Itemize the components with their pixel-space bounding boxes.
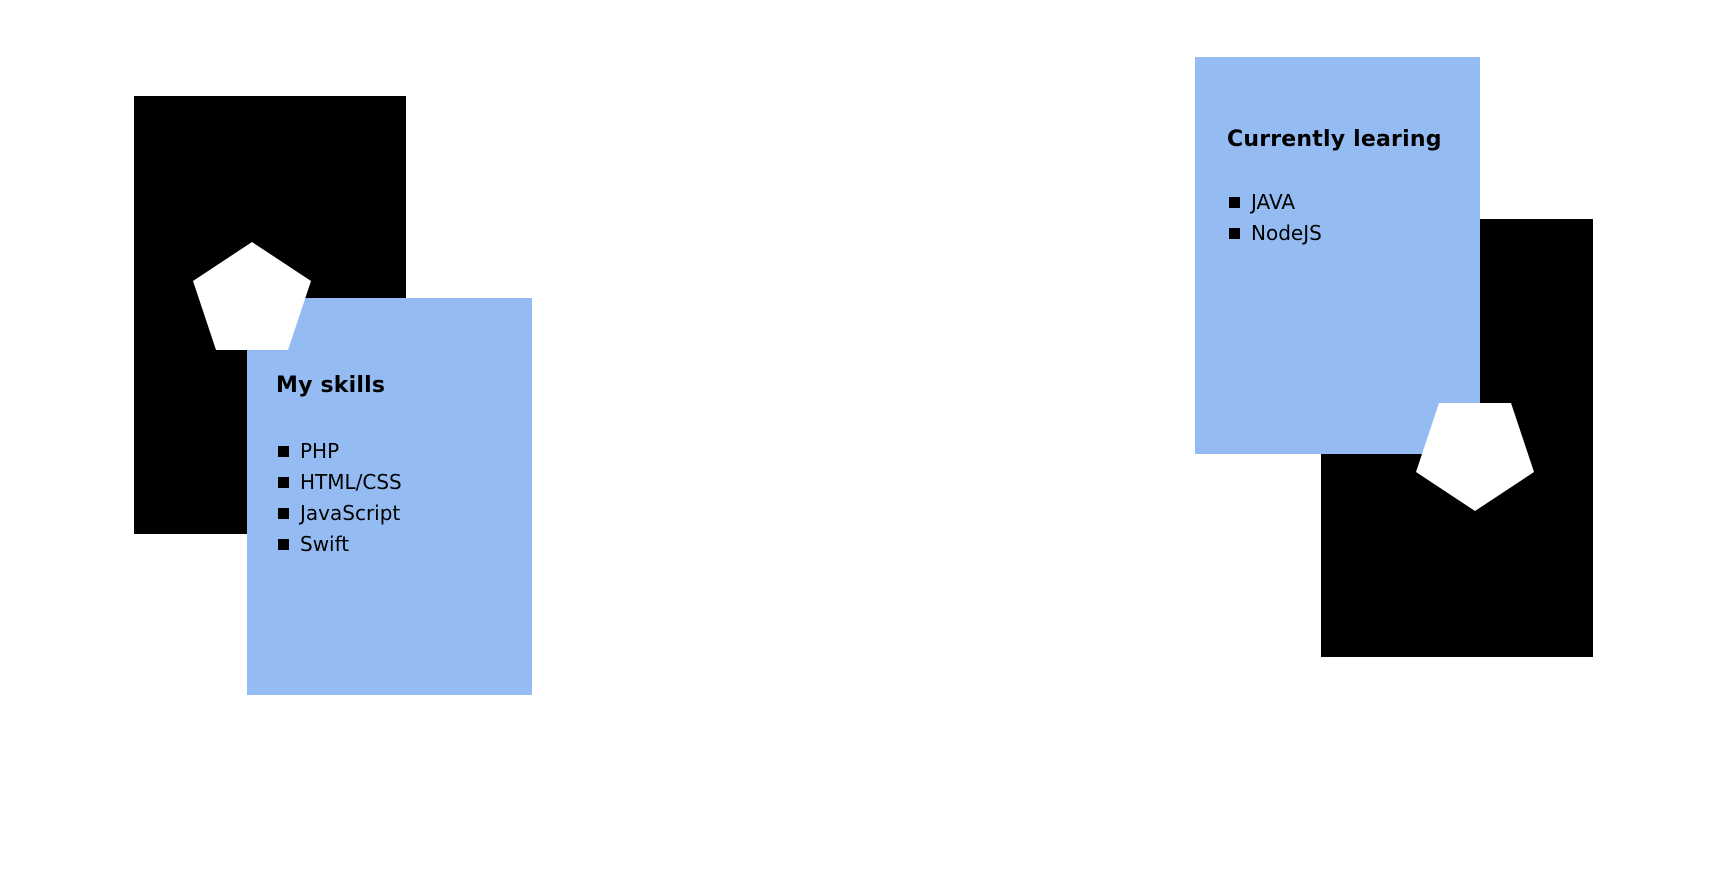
list-item: JAVA [1225, 187, 1322, 218]
learning-list: JAVA NodeJS [1225, 187, 1322, 249]
square-bullet-icon [1229, 197, 1240, 208]
list-item: NodeJS [1225, 218, 1322, 249]
pentagon-icon [1416, 403, 1534, 511]
square-bullet-icon [278, 508, 289, 519]
list-item-label: JAVA [1251, 190, 1296, 214]
learning-card-title: Currently learing [1227, 127, 1442, 152]
learning-card: Currently learing JAVA NodeJS [1195, 57, 1480, 454]
list-item-label: Swift [300, 532, 350, 556]
list-item: PHP [274, 436, 402, 467]
skills-card-title: My skills [276, 373, 386, 398]
square-bullet-icon [1229, 228, 1240, 239]
list-item: JavaScript [274, 498, 402, 529]
list-item: Swift [274, 529, 402, 560]
square-bullet-icon [278, 446, 289, 457]
list-item-label: PHP [300, 439, 340, 463]
skills-list: PHP HTML/CSS JavaScript Swift [274, 436, 402, 560]
list-item: HTML/CSS [274, 467, 402, 498]
skills-card: My skills PHP HTML/CSS JavaScript Swift [247, 298, 532, 695]
square-bullet-icon [278, 477, 289, 488]
list-item-label: NodeJS [1251, 221, 1322, 245]
square-bullet-icon [278, 539, 289, 550]
list-item-label: JavaScript [300, 501, 401, 525]
list-item-label: HTML/CSS [300, 470, 402, 494]
pentagon-icon [193, 242, 311, 350]
